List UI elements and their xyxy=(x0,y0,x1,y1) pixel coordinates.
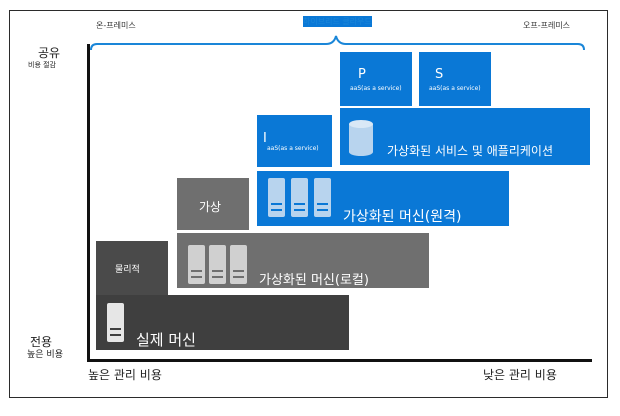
server-icon-local-2 xyxy=(209,245,226,284)
virtual-remote-box: 가상화된 머신(원격) xyxy=(257,171,509,226)
real-machine-box: 실제 머신 xyxy=(96,295,349,350)
database-icon xyxy=(349,120,373,156)
server-icon-remote-2 xyxy=(291,178,308,217)
virtual-label: 가상 xyxy=(199,200,222,214)
header-off-premises: 오프-프레미스 xyxy=(523,21,571,30)
virtual-local-label: 가상화된 머신(로컬) xyxy=(259,273,369,288)
y-axis-bottom-sublabel: 높은 비용 xyxy=(27,350,63,360)
server-icon-real xyxy=(107,303,124,342)
virtual-local-box: 가상화된 머신(로컬) xyxy=(177,233,429,288)
paas-sublabel: aaS(as a service) xyxy=(350,85,402,92)
y-axis-bottom-label: 전용 xyxy=(30,335,53,349)
real-machine-label: 실제 머신 xyxy=(136,331,196,349)
x-axis-left-label: 높은 관리 비용 xyxy=(88,368,162,382)
iaas-sublabel: aaS(as a service) xyxy=(267,145,319,152)
x-axis-right-label: 낮은 관리 비용 xyxy=(483,368,557,382)
header-hybrid-cloud: 하이브리드 클라우드 xyxy=(303,16,372,27)
x-axis-line xyxy=(87,359,592,362)
header-on-premises: 온-프레미스 xyxy=(96,21,136,30)
server-icon-local-3 xyxy=(230,245,247,284)
server-icon-remote-3 xyxy=(314,178,331,217)
server-icon-local-1 xyxy=(188,245,205,284)
paas-letter: P xyxy=(358,67,366,82)
y-axis-line xyxy=(87,44,90,362)
saas-sublabel: aaS(as a service) xyxy=(429,85,481,92)
server-icon-remote-1 xyxy=(268,178,285,217)
virtual-services-label: 가상화된 서비스 및 애플리케이션 xyxy=(387,144,554,158)
iaas-letter: I xyxy=(263,131,267,146)
virtual-box: 가상 xyxy=(177,178,249,230)
y-axis-top-label: 공유 xyxy=(38,46,61,60)
virtual-services-box: 가상화된 서비스 및 애플리케이션 xyxy=(340,108,590,165)
physical-label: 물리적 xyxy=(115,265,140,275)
iaas-box: I aaS(as a service) xyxy=(257,115,332,167)
paas-box: P aaS(as a service) xyxy=(340,52,412,106)
saas-box: S aaS(as a service) xyxy=(419,52,491,106)
y-axis-top-sublabel: 비용 절감 xyxy=(28,61,56,69)
hybrid-bracket xyxy=(90,35,585,51)
saas-letter: S xyxy=(435,67,444,82)
physical-box: 물리적 xyxy=(96,241,168,295)
virtual-remote-label: 가상화된 머신(원격) xyxy=(343,209,462,225)
